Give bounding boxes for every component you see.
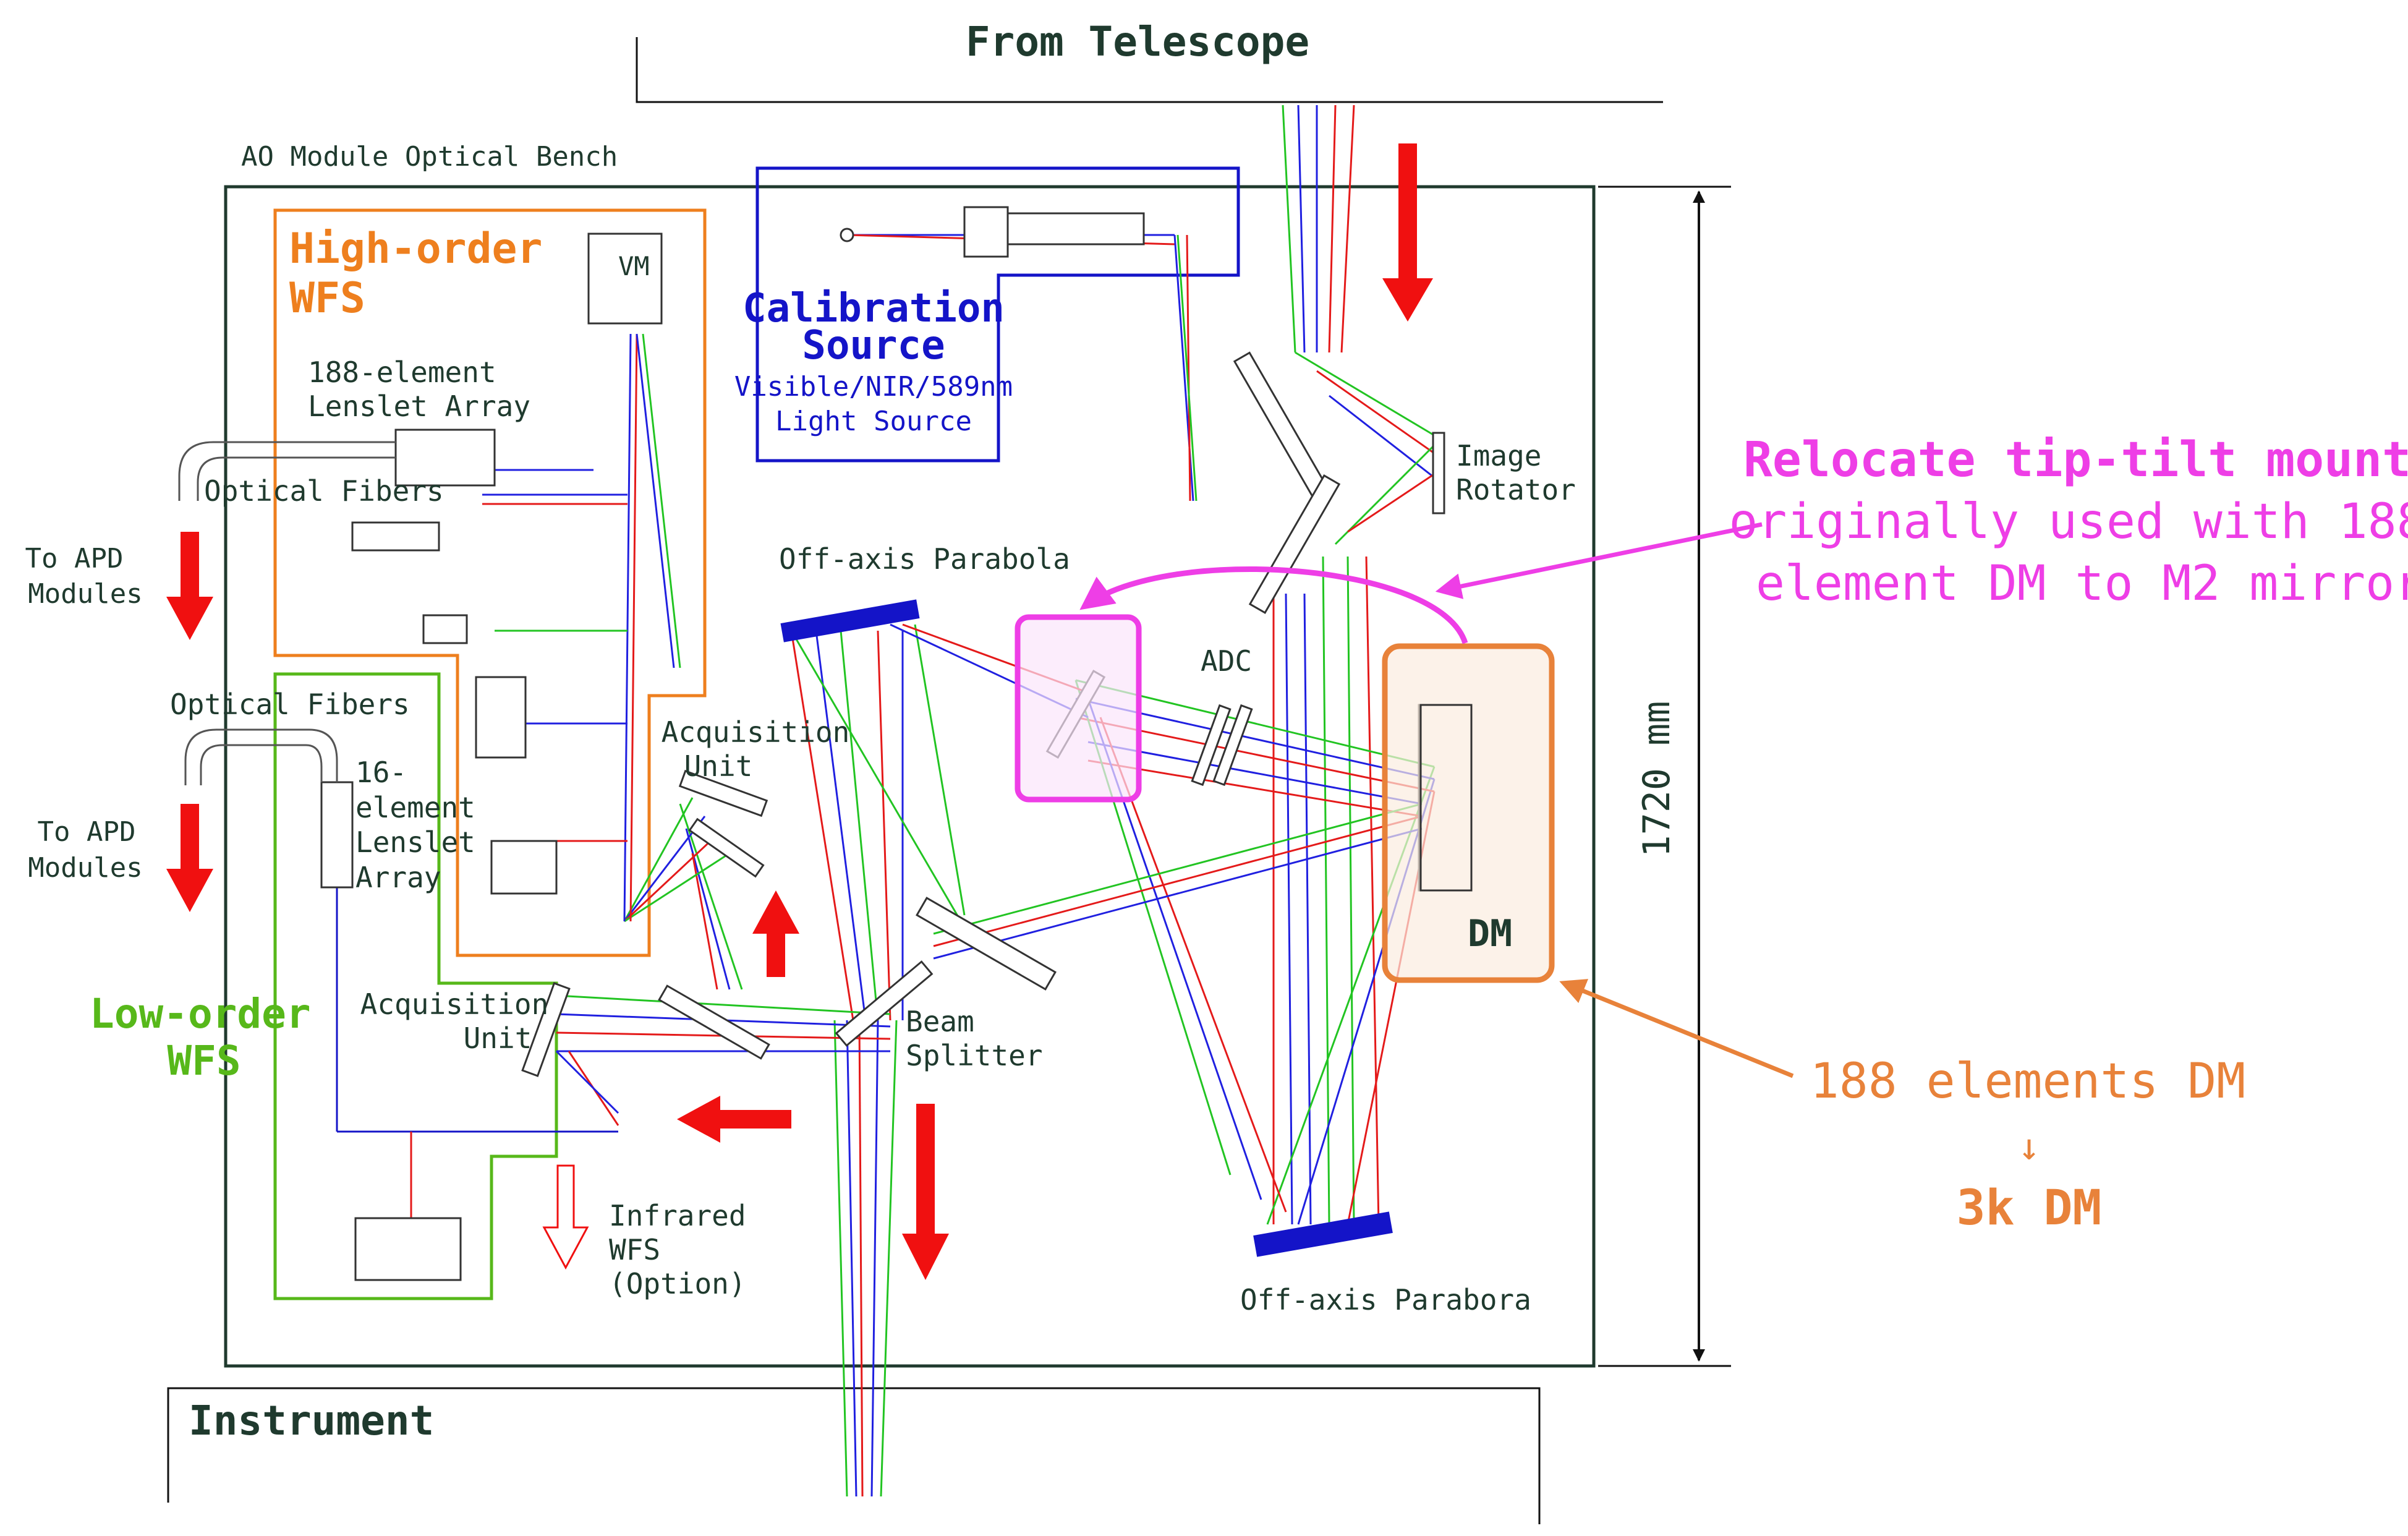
optical-fiber-top-2 bbox=[197, 456, 396, 501]
optical-fibers-top-label: Optical Fibers bbox=[204, 474, 444, 508]
acq-unit-bottom-label-2: Unit bbox=[464, 1022, 532, 1055]
optical-fiber-bottom bbox=[184, 728, 338, 785]
apd-detector-1 bbox=[351, 521, 440, 552]
lenslet-188-label-1: 188-element bbox=[308, 356, 496, 389]
lenslet-16-label-1: 16- bbox=[355, 756, 407, 789]
arrow-down-apd-bottom bbox=[166, 804, 213, 912]
dm-mirror-outline bbox=[1419, 704, 1473, 892]
low-order-detector bbox=[354, 1217, 462, 1281]
high-order-wfs-region bbox=[273, 208, 707, 957]
lenslet-188-array bbox=[394, 429, 496, 487]
calibration-label-1: Calibration bbox=[742, 286, 1005, 331]
ao-bench-title: AO Module Optical Bench bbox=[241, 141, 618, 173]
lenslet-16-label-3: Lenslet bbox=[355, 826, 475, 859]
calib-lamp bbox=[963, 206, 1009, 258]
beam-splitter-label-1: Beam bbox=[906, 1005, 974, 1038]
relocate-annotation-1: Relocate tip-tilt mount bbox=[1743, 432, 2408, 488]
to-apd-bottom-label-1: To APD bbox=[38, 816, 136, 848]
acq-unit-top-label-2: Unit bbox=[684, 749, 753, 783]
to-apd-top-label-1: To APD bbox=[25, 543, 124, 574]
calib-optics bbox=[1006, 212, 1145, 245]
acq-unit-bottom-plate bbox=[521, 982, 571, 1077]
relocate-annotation-2: originally used with 188 bbox=[1729, 494, 2408, 550]
adc-label: ADC bbox=[1201, 644, 1252, 678]
fold-mirror-center bbox=[916, 897, 1057, 991]
dm-highlight-box bbox=[1382, 643, 1555, 983]
dm-label: DM bbox=[1468, 912, 1512, 955]
adc-element-2 bbox=[1212, 704, 1253, 787]
fold-mirror-lower bbox=[658, 984, 770, 1060]
adc-element-1 bbox=[1191, 704, 1232, 787]
acq-unit-top-plate bbox=[678, 769, 768, 817]
dimension-label: 1720 mm bbox=[1635, 701, 1678, 858]
lenslet-188-label-2: Lenslet Array bbox=[308, 390, 530, 423]
apd-detector-3 bbox=[475, 676, 527, 759]
beam-splitter-label-2: Splitter bbox=[906, 1039, 1043, 1072]
apd-detector-4 bbox=[490, 840, 558, 895]
apd-detector-2 bbox=[422, 614, 468, 644]
calibration-source-region bbox=[755, 166, 1240, 463]
off-axis-parabola-top bbox=[780, 599, 920, 642]
image-rotator-label-1: Image bbox=[1456, 439, 1541, 472]
vm-mirror bbox=[587, 233, 663, 325]
calibration-label-4: Light Source bbox=[775, 406, 972, 437]
optical-fiber-top bbox=[178, 441, 396, 501]
low-order-wfs-label-1: Low-order bbox=[90, 990, 311, 1038]
low-order-wfs-region bbox=[273, 672, 558, 1300]
arrow-up-acquisition bbox=[752, 890, 799, 977]
infrared-wfs-label-2: WFS bbox=[609, 1233, 660, 1266]
arrow-down-instrument bbox=[902, 1104, 949, 1280]
lenslet-16-label-4: Array bbox=[355, 861, 441, 894]
dm188-annotation: 188 elements DM bbox=[1810, 1054, 2245, 1109]
acq-unit-top-plate-2 bbox=[688, 817, 765, 878]
infrared-wfs-label-3: (Option) bbox=[609, 1267, 746, 1300]
image-rotator-flat bbox=[1432, 432, 1445, 514]
calib-pinhole bbox=[840, 228, 854, 242]
off-axis-parabola-bottom bbox=[1253, 1211, 1393, 1257]
acq-unit-bottom-label-1: Acquisition bbox=[360, 988, 549, 1021]
image-rotator-label-2: Rotator bbox=[1456, 473, 1576, 506]
arrow-down-telescope bbox=[1382, 143, 1433, 322]
from-telescope-label: From Telescope bbox=[966, 18, 1309, 66]
optical-components bbox=[178, 206, 1473, 1281]
dm-arrow-annotation: ↓ bbox=[2018, 1125, 2040, 1169]
dm188-pointer-arrow bbox=[1559, 979, 1794, 1078]
to-apd-bottom-label-2: Modules bbox=[28, 852, 142, 884]
low-order-wfs-label-2: WFS bbox=[167, 1037, 240, 1085]
arrow-down-apd-top bbox=[166, 532, 213, 640]
dm3k-annotation: 3k DM bbox=[1957, 1180, 2102, 1236]
optical-fibers-bottom-label: Optical Fibers bbox=[170, 688, 410, 721]
optical-fiber-bottom-2 bbox=[200, 744, 323, 785]
calibration-label-3: Visible/NIR/589nm bbox=[734, 371, 1013, 403]
telescope-frame bbox=[636, 37, 1663, 103]
ao-bench-frame bbox=[224, 185, 1596, 1368]
lenslet-16-label-2: element bbox=[355, 791, 475, 824]
image-rotator-mirror-1 bbox=[1233, 351, 1332, 502]
relocate-tip-tilt-box bbox=[1015, 614, 1142, 803]
to-apd-top-label-2: Modules bbox=[28, 578, 142, 610]
high-order-wfs-label-2: WFS bbox=[289, 274, 365, 323]
labels: High-order WFS VM 188-element Lenslet Ar… bbox=[25, 224, 2408, 1316]
arrow-left-lowpath bbox=[677, 1096, 791, 1143]
arrow-down-infrared-outline bbox=[542, 1164, 589, 1270]
calibration-label-2: Source bbox=[802, 323, 945, 369]
light-rays bbox=[336, 105, 1442, 1497]
high-order-wfs-label-1: High-order bbox=[289, 224, 542, 273]
beam-splitter-plate bbox=[835, 960, 934, 1047]
dimension-line bbox=[1598, 186, 1731, 1367]
instrument-label: Instrument bbox=[189, 1397, 434, 1444]
acq-unit-top-label-1: Acquisition bbox=[662, 715, 850, 749]
flow-arrows bbox=[166, 143, 1433, 1280]
relocate-curved-arrow bbox=[1079, 566, 1468, 644]
image-rotator-mirror-2 bbox=[1248, 474, 1341, 614]
vm-label: VM bbox=[618, 251, 650, 281]
oap-top-label: Off-axis Parabola bbox=[779, 542, 1070, 576]
relocate-annotation-3: element DM to M2 mirror bbox=[1756, 556, 2408, 612]
relocate-pointer-arrow bbox=[1435, 522, 1763, 599]
oap-bottom-label: Off-axis Parabora bbox=[1240, 1283, 1531, 1316]
lenslet-16-array bbox=[320, 781, 354, 889]
infrared-wfs-label-1: Infrared bbox=[609, 1199, 746, 1232]
